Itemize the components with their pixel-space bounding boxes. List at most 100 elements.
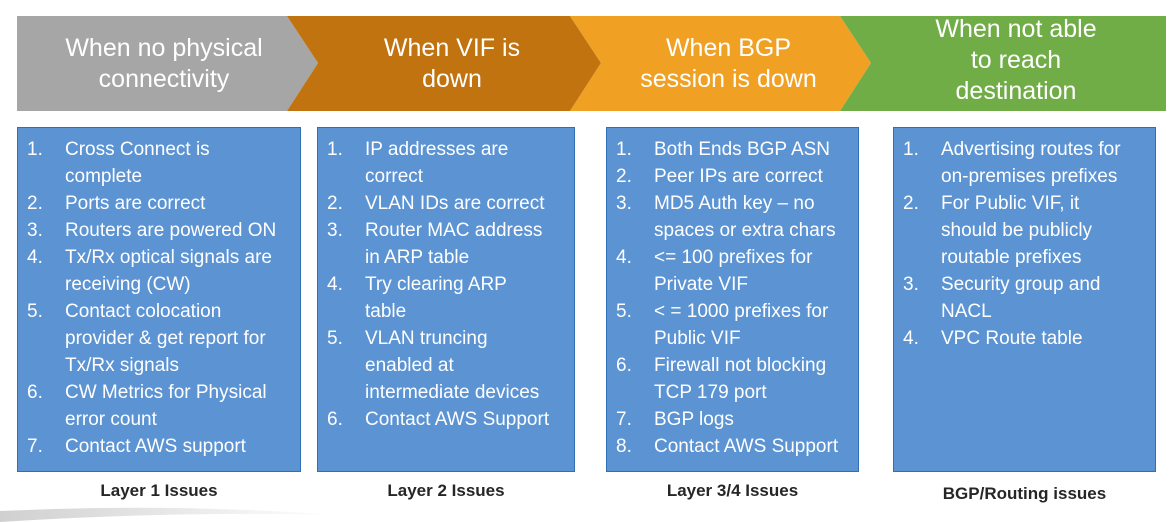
checklist-item: 4. Try clearing ARP table	[318, 271, 570, 325]
item-text: Private VIF	[654, 274, 748, 295]
item-text: routable prefixes	[941, 247, 1082, 268]
item-text: Router MAC address	[365, 220, 543, 241]
stage-3-chevron	[570, 16, 871, 111]
item-text: Tx/Rx signals	[65, 355, 180, 376]
item-text: Tx/Rx optical signals are	[65, 247, 272, 268]
item-text: VLAN IDs are correct	[365, 193, 545, 214]
checklist-item: 3. Router MAC address in ARP table	[318, 217, 570, 271]
item-text: table	[365, 301, 407, 322]
item-text: NACL	[941, 301, 992, 322]
item-text: error count	[65, 409, 157, 430]
stage-4-label: When not able to reach destination	[935, 14, 1097, 105]
item-number: 7.	[27, 436, 43, 457]
item-text: VLAN truncing	[365, 328, 488, 349]
checklist-item: 1. Cross Connect is complete	[18, 136, 296, 190]
item-text: Try clearing ARP	[365, 274, 507, 295]
item-number: 3.	[327, 220, 343, 241]
checklist-item: 1. Advertising routes for on-premises pref…	[894, 136, 1151, 190]
stage-2-chevron	[287, 16, 601, 111]
layer1-caption: Layer 1 Issues	[100, 481, 218, 500]
item-number: 8.	[616, 436, 632, 457]
item-number: 3.	[616, 193, 632, 214]
item-text: intermediate devices	[365, 382, 540, 403]
item-number: 1.	[27, 139, 43, 160]
item-number: 5.	[27, 301, 43, 322]
item-text: Contact AWS Support	[654, 436, 839, 457]
checklist-item: 6.Contact AWS Support	[318, 406, 570, 433]
item-text: Cross Connect is	[65, 139, 210, 160]
checklist-item: 2.Ports are correct	[18, 190, 296, 217]
item-text: MD5 Auth key – no	[654, 193, 815, 214]
item-number: 2.	[616, 166, 632, 187]
layer34-caption: Layer 3/4 Issues	[666, 481, 799, 500]
checklist-item: 7. BGP logs	[607, 406, 854, 433]
item-number: 2.	[27, 193, 43, 214]
item-text: IP addresses are	[365, 139, 509, 160]
checklist-item: 7. Contact AWS support	[18, 433, 296, 460]
item-text: BGP logs	[654, 409, 734, 430]
checklist-item: 2. VLAN IDs are correct	[318, 190, 570, 217]
item-number: 1.	[327, 139, 343, 160]
layer1-checklist: 1. Cross Connect is complete 2.Ports are co…	[17, 127, 301, 472]
item-number: 3.	[903, 274, 919, 295]
item-text: VPC Route table	[941, 328, 1083, 349]
stage-2-label: When VIF is down	[383, 34, 521, 93]
item-text: Contact AWS support	[65, 436, 246, 457]
item-number: 1.	[616, 139, 632, 160]
item-text: Security group and	[941, 274, 1101, 295]
item-text: Advertising routes for	[941, 139, 1121, 160]
checklist-item: 8. Contact AWS Support	[607, 433, 854, 460]
item-number: 4.	[616, 247, 632, 268]
item-text: Peer IPs are correct	[654, 166, 823, 187]
item-text: <= 100 prefixes for	[654, 247, 813, 268]
item-text: TCP 179 port	[654, 382, 767, 403]
routing-checklist: 1. Advertising routes for on-premises pref…	[893, 127, 1156, 472]
checklist-item: 4. VPC Route table	[894, 325, 1151, 352]
item-number: 4.	[327, 274, 343, 295]
item-text: on-premises prefixes	[941, 166, 1118, 187]
item-number: 4.	[27, 247, 43, 268]
item-text: Both Ends BGP ASN	[654, 139, 831, 160]
item-number: 6.	[616, 355, 632, 376]
checklist-item: 5. Contact colocation provider & get repor…	[18, 298, 296, 379]
item-number: 6.	[27, 382, 43, 403]
item-number: 7.	[616, 409, 632, 430]
item-text: Contact colocation	[65, 301, 222, 322]
stage-chevrons	[17, 16, 1166, 111]
item-text: provider & get report for	[65, 328, 266, 349]
checklist-item: 1. Both Ends BGP ASN	[607, 136, 854, 163]
item-number: 2.	[327, 193, 343, 214]
item-number: 1.	[903, 139, 919, 160]
stage-3-label: When BGP session is down	[640, 34, 817, 93]
item-text: complete	[65, 166, 143, 187]
item-number: 5.	[616, 301, 632, 322]
layer2-caption: Layer 2 Issues	[387, 481, 505, 500]
checklist-item: 6. CW Metrics for Physical error count	[18, 379, 296, 433]
item-text: Contact AWS Support	[365, 409, 550, 430]
item-number: 4.	[903, 328, 919, 349]
layer34-checklist: 1. Both Ends BGP ASN 2. Peer IPs are correc…	[606, 127, 859, 472]
item-number: 2.	[903, 193, 919, 214]
item-text: in ARP table	[365, 247, 470, 268]
stage-1-chevron	[17, 16, 318, 111]
item-number: 3.	[27, 220, 43, 241]
item-text: < = 1000 prefixes for	[654, 301, 829, 322]
checklist-item: 3. MD5 Auth key – no spaces or extra chars	[607, 190, 854, 244]
item-text: Public VIF	[654, 328, 741, 349]
item-text: CW Metrics for Physical	[65, 382, 267, 403]
item-number: 5.	[327, 328, 343, 349]
item-text: spaces or extra chars	[654, 220, 836, 241]
item-text: should be publicly	[941, 220, 1093, 241]
item-text: receiving (CW)	[65, 274, 191, 295]
stage-4-chevron	[840, 16, 1166, 111]
routing-caption: BGP/Routing issues	[942, 484, 1107, 503]
checklist-item: 5. VLAN truncing enabled at intermediate de…	[318, 325, 570, 406]
item-text: enabled at	[365, 355, 454, 376]
